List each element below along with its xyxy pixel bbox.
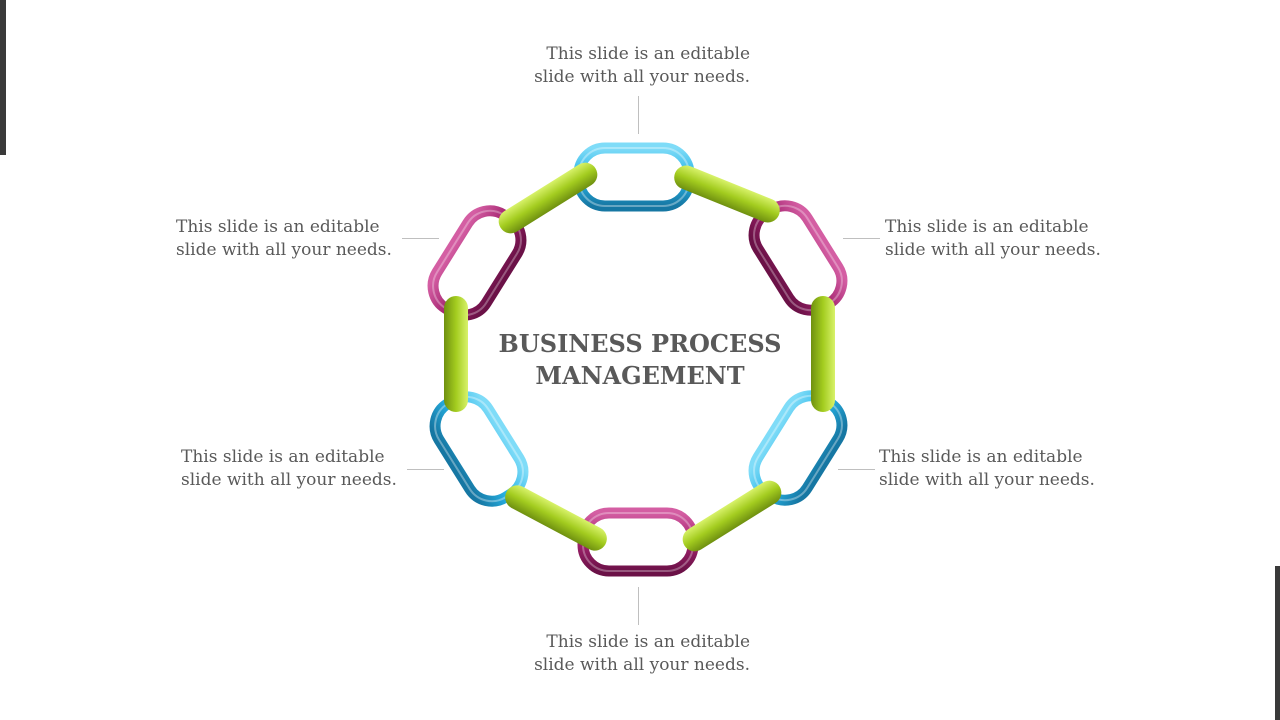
connector-line-top-right [843, 238, 880, 239]
caption-top-left: This slide is an editable slide with all… [176, 217, 392, 260]
caption-top: This slide is an editable slide with all… [534, 44, 750, 87]
connector-bar-bottom-left [505, 485, 607, 551]
connector-bar-left [444, 296, 468, 412]
connector-bar-top-right [674, 165, 780, 223]
connector-line-bottom-right [838, 469, 875, 470]
caption-bottom-right: This slide is an editable slide with all… [879, 447, 1095, 490]
connector-bar-bottom-right [682, 480, 782, 552]
connector-line-top [638, 96, 639, 134]
right-edge-bar [1275, 566, 1280, 720]
caption-bottom: This slide is an editable slide with all… [534, 632, 750, 675]
diagram-title: BUSINESS PROCESS MANAGEMENT [498, 329, 782, 390]
connector-line-top-left [402, 238, 439, 239]
caption-bottom-left: This slide is an editable slide with all… [181, 447, 397, 490]
left-edge-bar [0, 0, 6, 155]
caption-top-right: This slide is an editable slide with all… [885, 217, 1101, 260]
connector-line-bottom [638, 587, 639, 625]
connector-line-bottom-left [407, 469, 444, 470]
connector-bar-top-left [498, 162, 598, 234]
connector-bar-right [811, 296, 835, 412]
